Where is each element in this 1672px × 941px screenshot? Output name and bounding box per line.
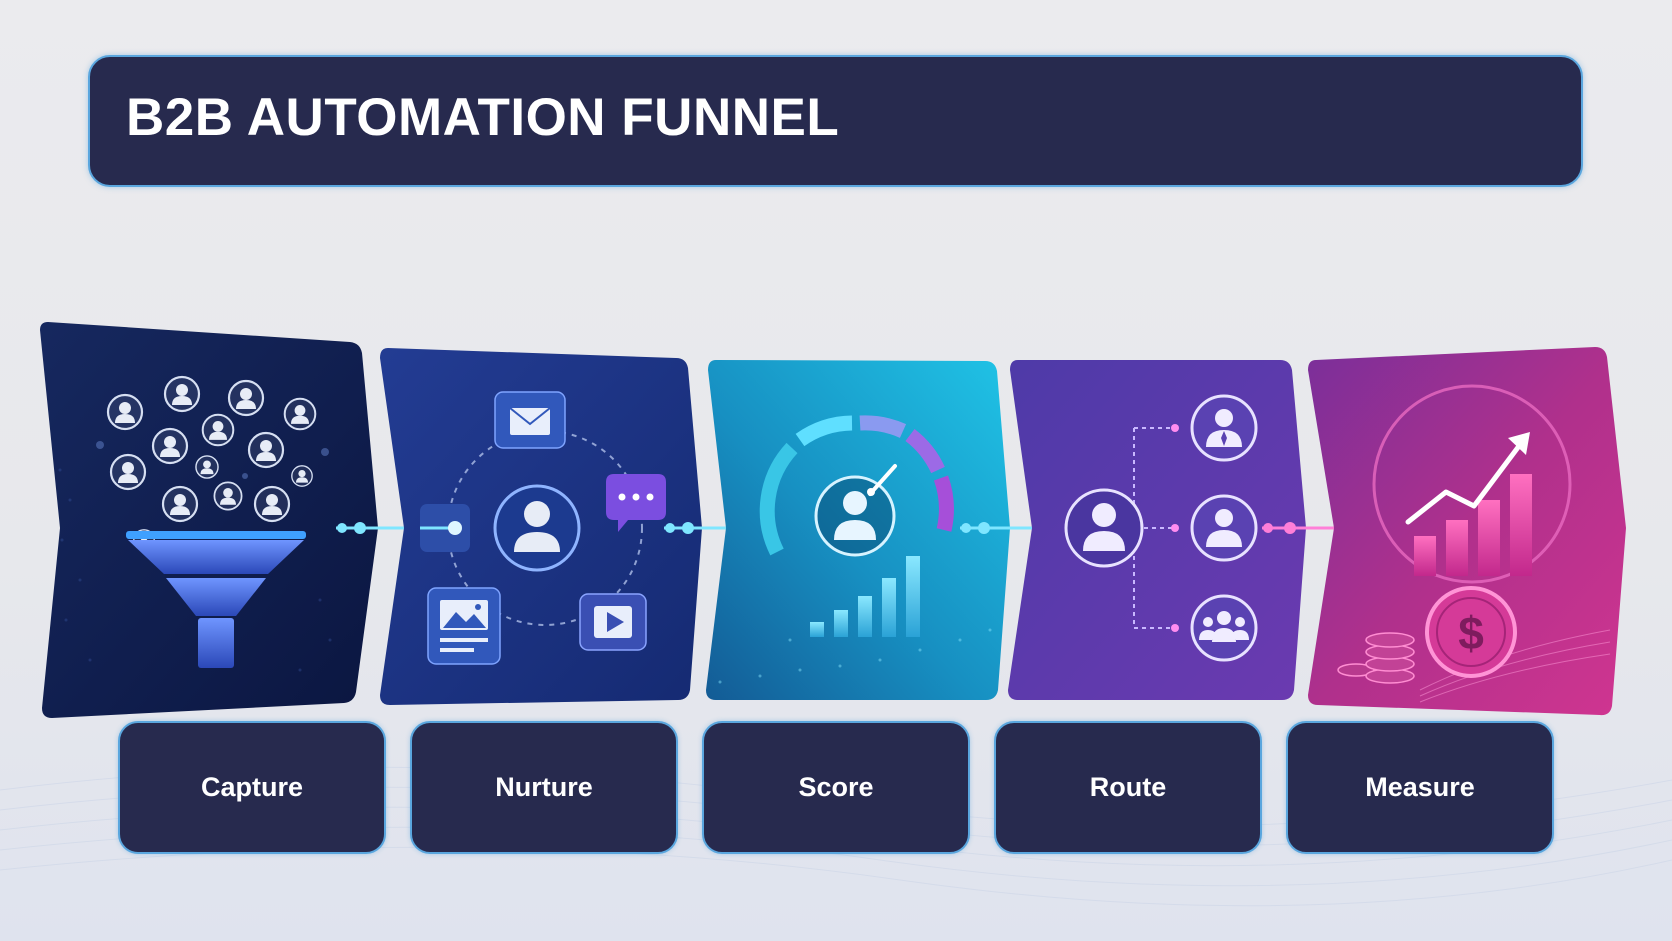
user-icon — [1064, 488, 1144, 568]
chat-icon — [606, 474, 666, 532]
title-banner: B2B AUTOMATION FUNNEL — [88, 55, 1583, 187]
group-icon — [1190, 594, 1258, 662]
svg-text:$: $ — [1458, 607, 1484, 659]
stage-label-route: Route — [994, 721, 1262, 854]
user-icon — [1190, 494, 1258, 562]
user-icon — [814, 464, 897, 557]
stage-label-capture: Capture — [118, 721, 386, 854]
image-icon — [427, 587, 501, 665]
connector-3 — [960, 522, 1036, 534]
connector-1 — [336, 522, 412, 534]
stage-label-measure: Measure — [1286, 721, 1554, 854]
connector-node-icon — [420, 504, 470, 552]
people-icon — [96, 375, 329, 551]
stage-panel-capture — [40, 322, 378, 718]
connector-2 — [664, 522, 734, 534]
stage-label-score: Score — [702, 721, 970, 854]
user-icon — [493, 484, 581, 572]
wave-dots — [718, 628, 992, 684]
funnel-icon — [126, 531, 306, 668]
video-icon — [579, 593, 647, 651]
stage-panel-score — [706, 360, 1010, 700]
coin-stack-icon — [1337, 632, 1415, 684]
email-icon — [494, 391, 566, 449]
stage-panel-nurture — [380, 348, 702, 705]
stage-label-nurture: Nurture — [410, 721, 678, 854]
stage-panel-measure: $ — [1308, 347, 1626, 716]
stage-panel-route — [1008, 360, 1306, 700]
page-title: B2B AUTOMATION FUNNEL — [126, 88, 840, 147]
dollar-coin-icon: $ — [1425, 586, 1517, 678]
gauge-icon — [759, 415, 954, 556]
growth-chart-icon — [1372, 384, 1572, 584]
dot-texture — [58, 468, 332, 672]
bar-chart-icon — [810, 556, 920, 637]
businessman-icon — [1190, 394, 1258, 462]
